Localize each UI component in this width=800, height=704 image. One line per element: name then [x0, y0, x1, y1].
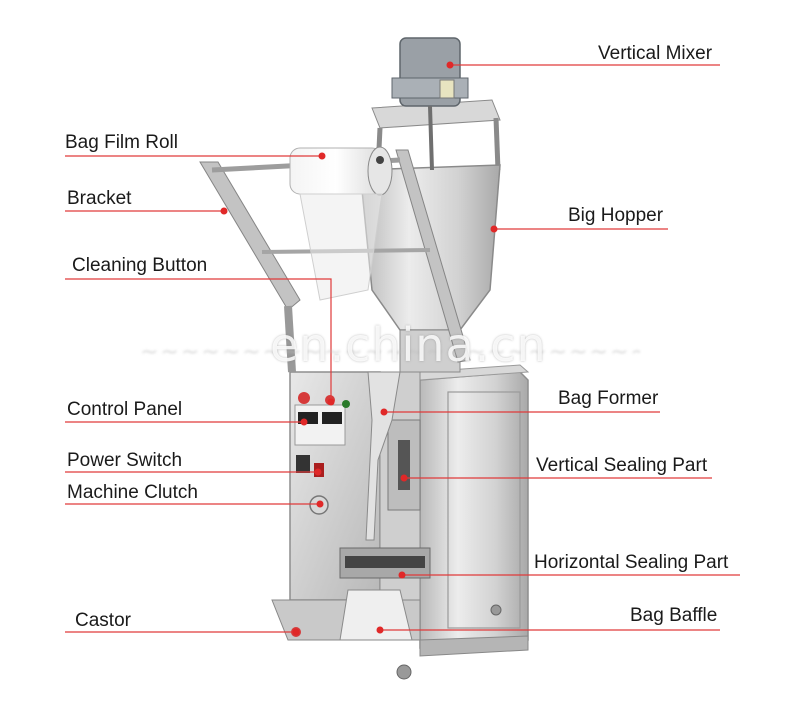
label-big-hopper: Big Hopper	[568, 205, 664, 226]
marker-big-hopper	[490, 225, 498, 233]
marker-power-switch	[314, 468, 322, 476]
marker-cleaning-button	[327, 398, 335, 406]
marker-bracket	[220, 207, 228, 215]
label-vertical-sealing-part: Vertical Sealing Part	[536, 455, 708, 476]
mixer-motor	[391, 37, 469, 171]
marker-horizontal-sealing-part	[398, 571, 406, 579]
marker-control-panel	[300, 418, 308, 426]
marker-machine-clutch	[316, 500, 324, 508]
sealing-mechanism	[339, 419, 431, 579]
marker-dots	[220, 61, 498, 636]
label-castor: Castor	[75, 610, 131, 631]
label-power-switch: Power Switch	[67, 450, 183, 471]
marker-vertical-sealing-part	[400, 474, 408, 482]
label-horizontal-sealing-part: Horizontal Sealing Part	[534, 552, 729, 573]
label-bag-film-roll: Bag Film Roll	[65, 132, 178, 153]
label-bracket: Bracket	[67, 188, 132, 209]
leader-cleaning-button	[65, 278, 332, 402]
label-control-panel: Control Panel	[67, 399, 183, 420]
label-bag-former: Bag Former	[558, 388, 659, 409]
marker-castor	[292, 628, 300, 636]
marker-bag-former	[380, 408, 388, 416]
label-vertical-mixer: Vertical Mixer	[598, 43, 713, 64]
main-cabinet	[419, 364, 530, 649]
leader-lines	[65, 64, 740, 633]
marker-bag-film-roll	[318, 152, 326, 160]
bag-former	[365, 371, 401, 541]
label-machine-clutch: Machine Clutch	[67, 482, 198, 503]
watermark-text: en.china.cn	[270, 318, 547, 372]
watermark-blur-band: ~~~~~~~~~~~~~~~~~~~~~~~~~~~~~~~~~	[140, 340, 640, 365]
label-bag-baffle: Bag Baffle	[630, 605, 718, 626]
marker-vertical-mixer	[446, 61, 454, 69]
marker-bag-baffle	[376, 626, 384, 634]
film-roll	[289, 146, 393, 301]
label-cleaning-button: Cleaning Button	[72, 255, 208, 276]
